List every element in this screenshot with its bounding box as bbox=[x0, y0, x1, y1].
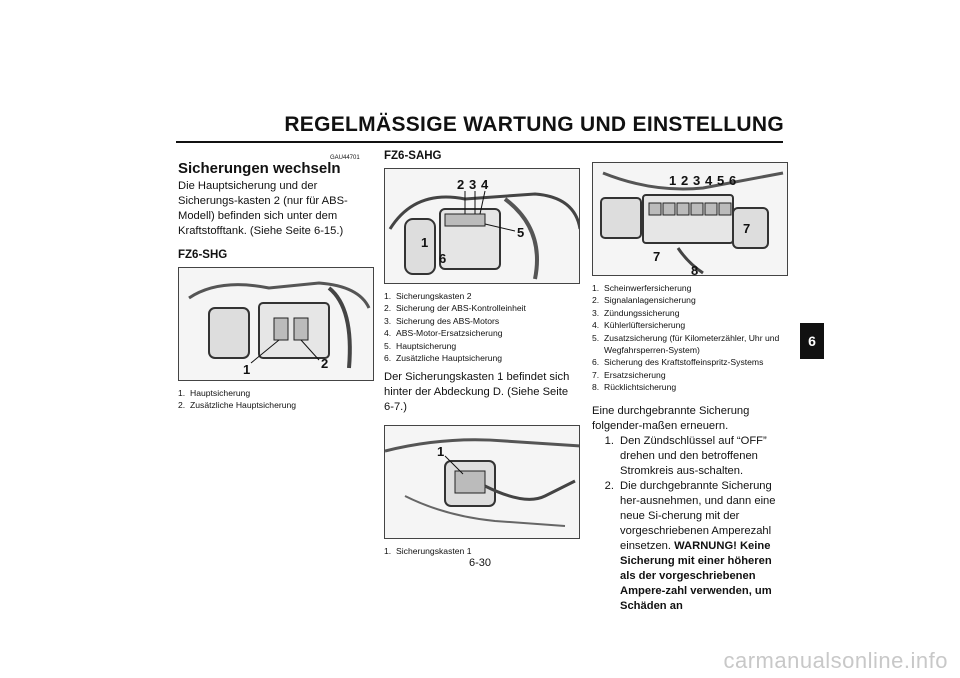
callout-6: 6 bbox=[439, 251, 446, 266]
fz6-shg-figure: 1 2 bbox=[178, 267, 374, 381]
caption-item: 4.ABS-Motor-Ersatzsicherung bbox=[384, 328, 503, 339]
callout-7: 7 bbox=[653, 249, 660, 264]
caption-item: 1.Hauptsicherung bbox=[178, 388, 251, 398]
caption-item: 7.Ersatzsicherung bbox=[592, 369, 666, 380]
fusebox-caption-list: 1.Scheinwerfersicherung 2.Signalanlagens… bbox=[592, 282, 788, 394]
column-middle: FZ6-SAHG 2 3 4 5 1 6 1.Sicherungskasten … bbox=[384, 150, 580, 558]
caption-item: 3.Zündungssicherung bbox=[592, 307, 680, 318]
callout-4: 4 bbox=[481, 177, 489, 192]
callout-3: 3 bbox=[693, 173, 700, 188]
page-header-title: REGELMÄSSIGE WARTUNG UND EINSTELLUNG bbox=[284, 113, 784, 136]
callout-2: 2 bbox=[681, 173, 688, 188]
caption-item: 2.Zusätzliche Hauptsicherung bbox=[178, 400, 297, 411]
column-right: 1 2 3 4 5 6 7 7 8 1.Scheinwerfersicherun… bbox=[592, 150, 788, 614]
fz6-shg-caption-list: 1.Hauptsicherung 2.Zusätzliche Hauptsich… bbox=[178, 387, 374, 412]
fz6-shg-title: FZ6-SHG bbox=[178, 249, 228, 261]
callout-1: 1 bbox=[437, 444, 444, 459]
callout-1: 1 bbox=[243, 362, 250, 377]
step-item: 1. Den Zündschlüssel auf “OFF” drehen un… bbox=[604, 434, 767, 477]
caption-item: 1.Scheinwerfersicherung bbox=[592, 283, 692, 293]
callout-3: 3 bbox=[469, 177, 476, 192]
header-rule bbox=[176, 141, 783, 143]
fusebox-figure: 1 2 3 4 5 6 7 7 8 bbox=[592, 162, 788, 276]
callout-4: 4 bbox=[705, 173, 713, 188]
caption-item: 8.Rücklichtsicherung bbox=[592, 382, 677, 393]
caption-item: 6.Sicherung des Kraftstoffeinspritz-Syst… bbox=[592, 357, 764, 368]
caption-item: 5.Zusatzsicherung (für Kilometerzähler, … bbox=[592, 332, 780, 356]
callout-5: 5 bbox=[517, 225, 524, 240]
page-number: 6-30 bbox=[468, 557, 492, 569]
fz6-sahg-caption-list: 1.Sicherungskasten 2 2.Sicherung der ABS… bbox=[384, 290, 580, 364]
callout-5: 5 bbox=[717, 173, 724, 188]
caption-item: 2.Signalanlagensicherung bbox=[592, 295, 696, 306]
chapter-side-tab[interactable]: 6 bbox=[800, 323, 824, 359]
warning-text: WARNUNG! Keine Sicherung mit einer höher… bbox=[620, 539, 772, 612]
caption-item: 1.Sicherungskasten 2 bbox=[384, 291, 472, 301]
caption-item: 3.Sicherung des ABS-Motors bbox=[384, 315, 500, 326]
fz6-sahg-title: FZ6-SAHG bbox=[384, 150, 442, 162]
replace-intro: Eine durchgebrannte Sicherung folgender-… bbox=[592, 404, 750, 432]
caption-item: 1.Sicherungskasten 1 bbox=[384, 546, 472, 557]
watermark[interactable]: carmanualsonline.info bbox=[723, 648, 948, 673]
caption-item: 5.Hauptsicherung bbox=[384, 340, 457, 351]
fusebox-1-caption-list: 1.Sicherungskasten 1 bbox=[384, 545, 580, 557]
callout-2: 2 bbox=[457, 177, 464, 192]
column-left: Sicherungen wechseln Die Hauptsicherung … bbox=[178, 150, 374, 412]
callout-2: 2 bbox=[321, 356, 328, 371]
fz6-sahg-figure: 2 3 4 5 1 6 bbox=[384, 168, 580, 284]
section-intro: Die Hauptsicherung und der Sicherungs-ka… bbox=[178, 180, 348, 237]
fusebox-1-figure: 1 bbox=[384, 425, 580, 540]
replace-steps: 1. Den Zündschlüssel auf “OFF” drehen un… bbox=[592, 434, 788, 614]
callout-6: 6 bbox=[729, 173, 736, 188]
section-title: Sicherungen wechseln bbox=[178, 160, 341, 177]
fusebox-1-note: Der Sicherungskasten 1 befindet sich hin… bbox=[384, 371, 570, 414]
callout-1: 1 bbox=[421, 235, 428, 250]
caption-item: 6.Zusätzliche Hauptsicherung bbox=[384, 353, 503, 364]
callout-1: 1 bbox=[669, 173, 676, 188]
callout-8: 8 bbox=[691, 263, 698, 275]
caption-item: 4.Kühlerlüftersicherung bbox=[592, 320, 686, 331]
callout-7: 7 bbox=[743, 221, 750, 236]
caption-item: 2.Sicherung der ABS-Kontrolleinheit bbox=[384, 303, 526, 314]
document-code: GAU44701 bbox=[330, 155, 360, 161]
step-item: 2. Die durchgebrannte Sicherung her-ausn… bbox=[604, 479, 776, 612]
